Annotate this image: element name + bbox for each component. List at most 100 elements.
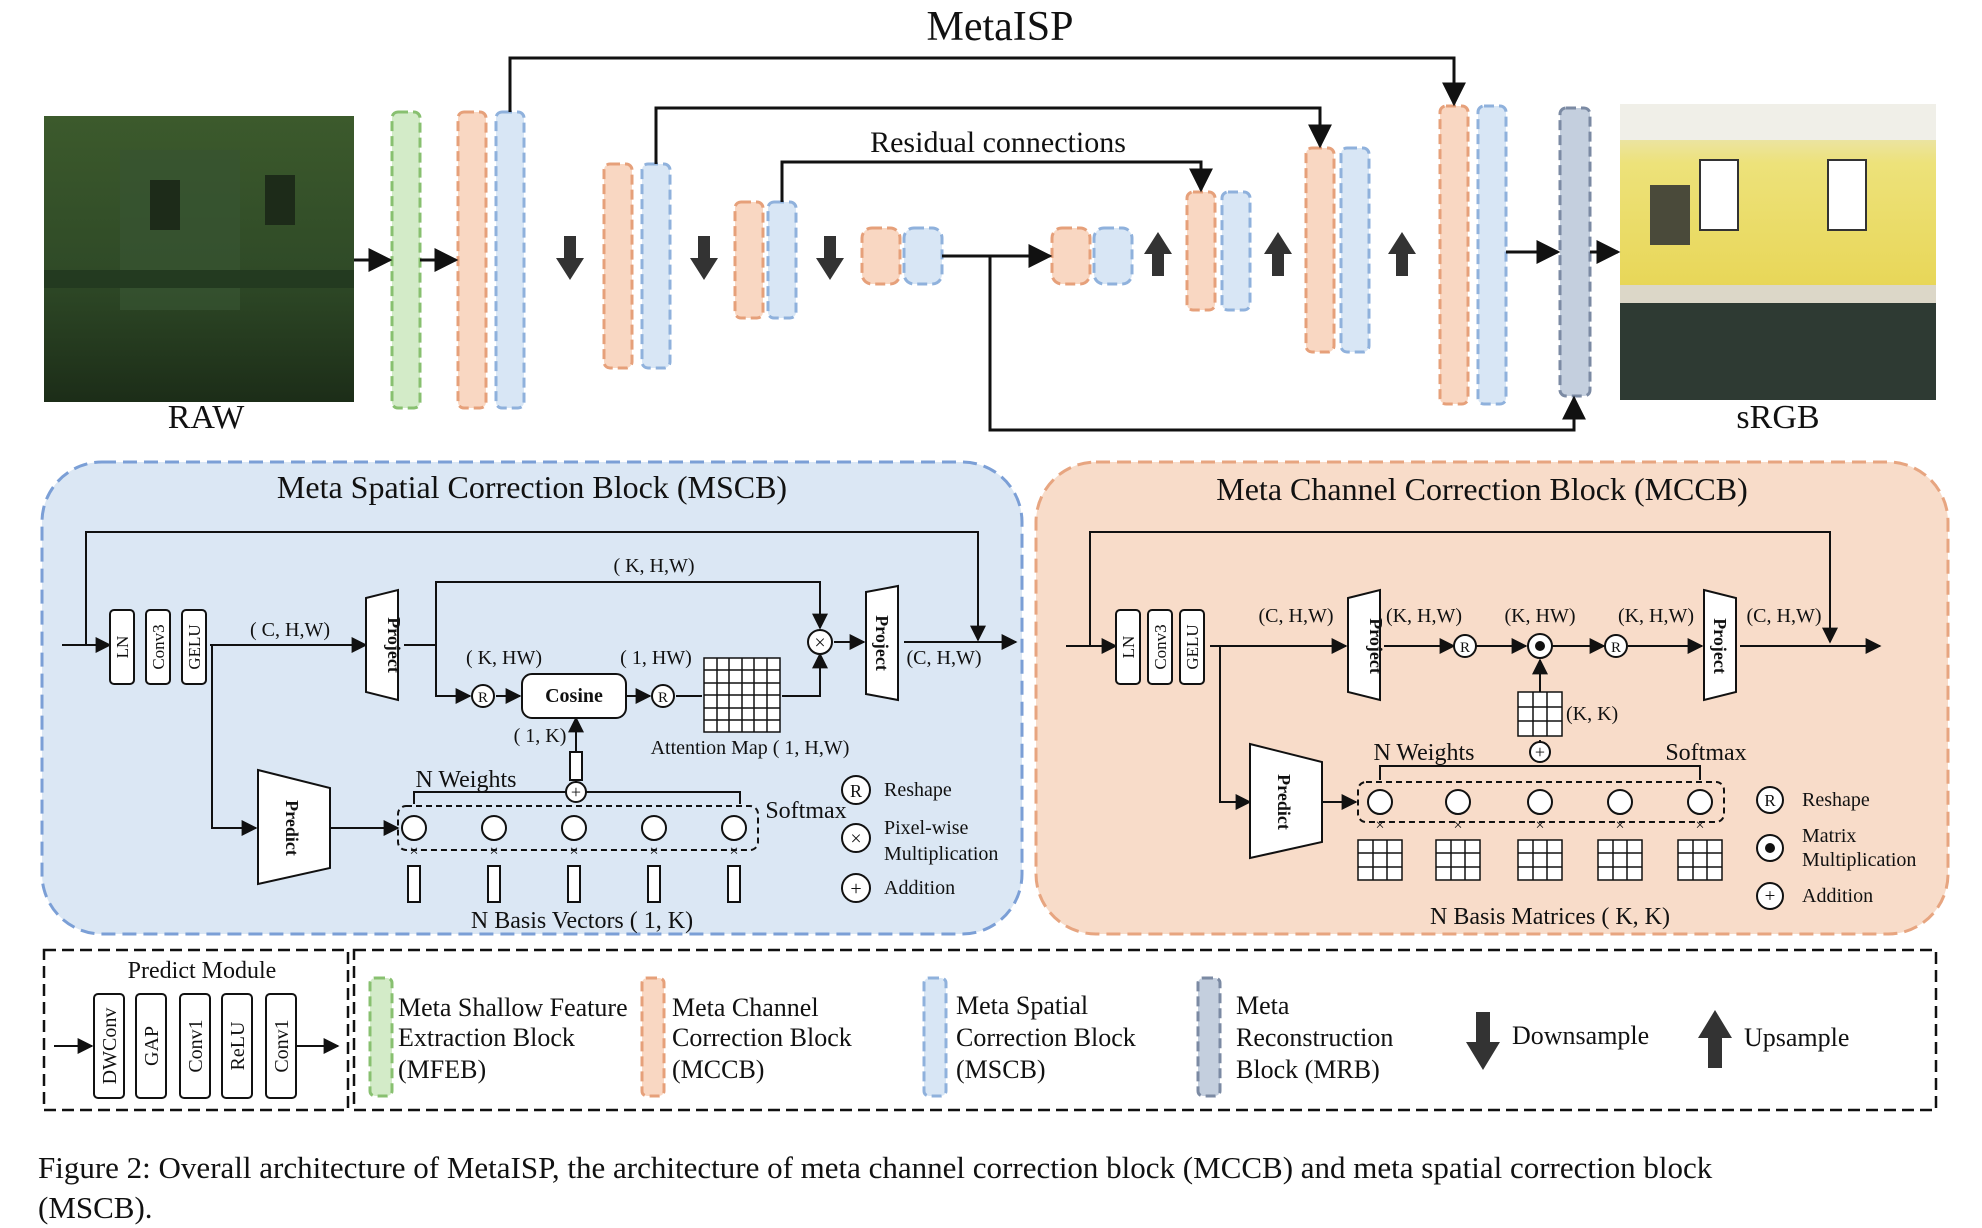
svg-text:×: ×: [1453, 817, 1462, 834]
mscb-basis-vectors: [407, 865, 741, 903]
reshape-icon: R: [1460, 640, 1470, 656]
mccb-block: [733, 200, 765, 320]
figure-caption: Figure 2: Overall architecture of MetaIS…: [38, 1148, 1958, 1228]
mccb-chw-out: (C, H,W): [1747, 605, 1822, 627]
mscb-weight-nodes: [401, 815, 747, 841]
mscb-legend-addition: Addition: [884, 877, 955, 899]
mccb-title: Meta Channel Correction Block (MCCB): [1216, 471, 1747, 507]
mccb-block: [456, 110, 488, 410]
mscb-block: [1339, 146, 1371, 354]
multiply-icon: ×: [850, 828, 861, 850]
legend-upsample: Upsample: [1744, 1023, 1849, 1052]
svg-text:×: ×: [1535, 817, 1544, 834]
plus-icon: +: [1765, 886, 1776, 907]
mscb-gelu: GELU: [185, 624, 204, 669]
predict-layer-conv1: Conv1: [185, 1019, 207, 1072]
mscb-khw-flat: ( K, HW): [466, 647, 542, 669]
mccb-n-weights: N Weights: [1374, 740, 1475, 766]
mscb-block: [1092, 226, 1134, 286]
legend-mccb-swatch: [640, 976, 666, 1098]
legend-mfeb-1: Meta Shallow Feature: [398, 993, 628, 1022]
mccb-predict: Predict: [1274, 774, 1294, 830]
legend-mccb-3: (MCCB): [672, 1055, 764, 1084]
svg-text:×: ×: [1695, 817, 1704, 834]
mccb-legend-matrix2: Multiplication: [1802, 849, 1916, 871]
mccb-block: [860, 226, 902, 286]
mscb-one-k: ( 1, K): [514, 725, 567, 747]
legend-mccb-1: Meta Channel: [672, 993, 819, 1022]
mccb-conv3: Conv3: [1151, 624, 1170, 669]
reshape-icon: R: [658, 690, 668, 706]
mccb-block: [1050, 226, 1092, 286]
mscb-block: [766, 200, 798, 320]
caption-line-1: Figure 2: Overall architecture of MetaIS…: [38, 1150, 1713, 1185]
cosine-box: [521, 673, 627, 719]
downsample-arrows: [556, 236, 844, 280]
mccb-kk: (K, K): [1566, 703, 1618, 725]
mscb-legend-r: R: [850, 781, 862, 801]
mccb-khw1: (K, H,W): [1386, 605, 1462, 627]
legend-mscb-1: Meta Spatial: [956, 991, 1088, 1020]
mccb-basis: N Basis Matrices ( K, K): [1430, 904, 1670, 930]
mccb-project2: Project: [1710, 618, 1730, 674]
mscb-project2: Project: [872, 615, 892, 671]
mscb-title: Meta Spatial Correction Block (MSCB): [277, 469, 787, 505]
legend-mccb-2: Correction Block: [672, 1023, 852, 1052]
mccb-chw-in: (C, H,W): [1259, 605, 1334, 627]
mccb-legend-addition: Addition: [1802, 885, 1873, 907]
multiply-icon: ×: [814, 632, 825, 654]
legend-mscb-3: (MSCB): [956, 1055, 1046, 1084]
mscb-legend-reshape: Reshape: [884, 779, 952, 801]
mscb-block: [902, 226, 944, 286]
legend-mfeb-3: (MFEB): [398, 1055, 486, 1084]
svg-text:×: ×: [729, 843, 738, 860]
legend-mrb-3: Block (MRB): [1236, 1055, 1380, 1084]
reshape-icon: R: [478, 690, 488, 706]
legend-downsample: Downsample: [1512, 1021, 1649, 1050]
mccb-khw2: (K, H,W): [1618, 605, 1694, 627]
predict-module-title: Predict Module: [128, 958, 277, 984]
mccb-block: [1438, 104, 1470, 406]
legend-mscb-2: Correction Block: [956, 1023, 1136, 1052]
mccb-project1: Project: [1366, 618, 1386, 674]
mscb-block: [1476, 104, 1508, 406]
diagram-title: MetaISP: [927, 4, 1074, 50]
mscb-project1: Project: [384, 617, 404, 673]
svg-text:×: ×: [569, 843, 578, 860]
attention-map-grid: [703, 657, 781, 733]
mccb-block: [1185, 190, 1217, 312]
legend-mscb-swatch: [922, 976, 948, 1098]
mscb-ln: LN: [113, 636, 132, 659]
mscb-panel: Meta Spatial Correction Block (MSCB) LN …: [40, 460, 1024, 936]
mscb-softmax: Softmax: [765, 798, 846, 824]
plus-icon: +: [571, 782, 581, 802]
block-legend: Meta Shallow Feature Extraction Block (M…: [352, 948, 1938, 1112]
mfeb-block: [390, 110, 422, 410]
mscb-block: [494, 110, 526, 410]
mccb-legend-reshape: Reshape: [1802, 789, 1870, 811]
raw-image: [44, 116, 354, 402]
legend-mfeb-2: Extraction Block: [398, 1023, 575, 1052]
predict-layer-relu: ReLU: [227, 1021, 249, 1070]
mscb-attention: Attention Map ( 1, H,W): [651, 737, 850, 759]
predict-module: Predict Module DWConv GAP Conv1 ReLU Con…: [42, 948, 350, 1112]
mscb-block: [1220, 190, 1252, 312]
mscb-multiply-marks: ××× ××: [409, 843, 738, 860]
reshape-icon: R: [1611, 640, 1621, 656]
plus-icon: +: [1535, 742, 1545, 762]
srgb-image: [1620, 104, 1936, 400]
mscb-conv3: Conv3: [149, 624, 168, 669]
predict-layer-dwconv: DWConv: [99, 1008, 121, 1085]
mscb-cosine: Cosine: [545, 685, 603, 707]
residual-label: Residual connections: [870, 126, 1126, 159]
mccb-block: [602, 162, 634, 370]
srgb-label: sRGB: [1736, 399, 1819, 436]
downsample-icon: [1466, 1012, 1500, 1070]
mccb-panel: Meta Channel Correction Block (MCCB) LN …: [1034, 460, 1950, 936]
mccb-legend-r: R: [1764, 791, 1776, 810]
mrb-block: [1558, 106, 1592, 398]
mccb-softmax: Softmax: [1665, 740, 1746, 766]
mccb-ln: LN: [1119, 636, 1138, 659]
mscb-basis: N Basis Vectors ( 1, K): [471, 908, 693, 934]
svg-text:×: ×: [489, 843, 498, 860]
